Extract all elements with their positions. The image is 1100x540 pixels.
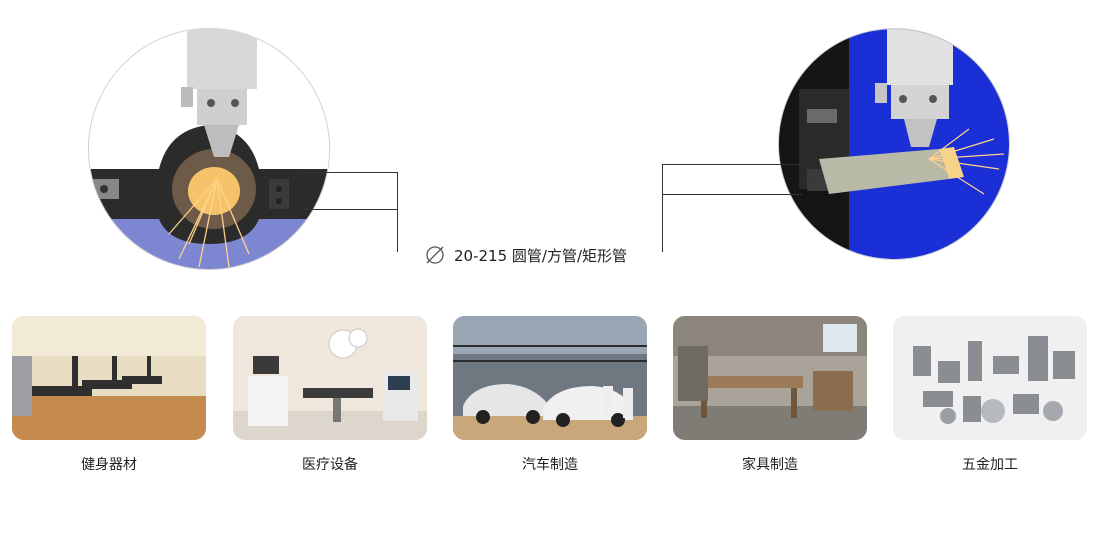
medical-equipment-image (233, 316, 427, 440)
square-tube-cutting-photo (778, 28, 1010, 260)
application-label: 五金加工 (962, 457, 1018, 473)
car-assembly-image (453, 316, 647, 440)
application-label: 医疗设备 (302, 457, 358, 473)
diameter-icon (424, 244, 446, 266)
furniture-workshop-image (673, 316, 867, 440)
connector-line (300, 209, 398, 210)
applications-row: 健身器材 医疗设备 (12, 316, 1088, 476)
application-item: 五金加工 (893, 316, 1087, 474)
tube-spec-label: 20-215 圆管/方管/矩形管 (424, 244, 627, 266)
tube-spec-text: 20-215 圆管/方管/矩形管 (454, 246, 628, 265)
connector-line (662, 164, 663, 252)
application-label: 汽车制造 (522, 457, 578, 473)
connector-line (662, 194, 802, 195)
connector-line (300, 172, 398, 173)
connector-line (397, 172, 398, 252)
application-item: 家具制造 (673, 316, 867, 474)
hardware-parts-image (893, 316, 1087, 440)
application-item: 健身器材 (12, 316, 206, 474)
gym-treadmills-image (12, 316, 206, 440)
application-item: 汽车制造 (453, 316, 647, 474)
connector-line (662, 164, 802, 165)
application-label: 健身器材 (81, 457, 137, 473)
round-tube-cutting-photo (88, 28, 330, 270)
application-label: 家具制造 (742, 457, 798, 473)
application-item: 医疗设备 (233, 316, 427, 474)
